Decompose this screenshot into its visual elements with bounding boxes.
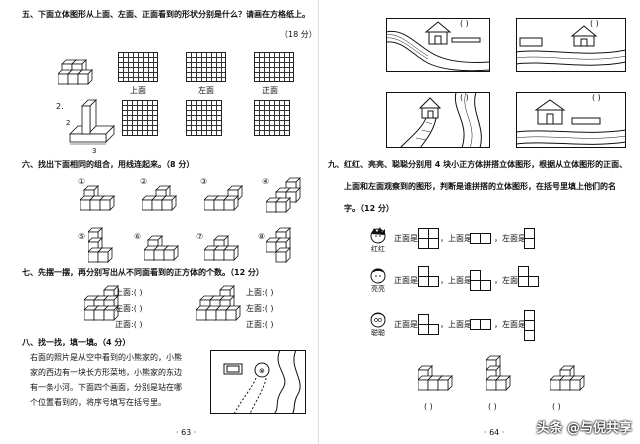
q8-line-4: 个位置看到的，将序号填写在括号里。 <box>30 398 166 407</box>
q5-solid-1 <box>58 59 93 85</box>
q8-line-1: 右面的照片是从空中看到的小熊家的，小熊 <box>30 353 182 362</box>
name-honghong: 红红 <box>371 245 385 253</box>
q5-grid-1c <box>254 52 294 82</box>
name-congcong: 聪聪 <box>371 329 385 337</box>
q5-solid-2 <box>69 99 115 145</box>
row2-left-sq <box>528 276 539 287</box>
q9-solid-c <box>550 365 585 391</box>
q6-solid-4 <box>266 177 301 213</box>
q6-num-1: ① <box>78 177 86 186</box>
q5-dim-2: 2 <box>66 119 71 127</box>
q5-label-front: 正面 <box>262 86 278 95</box>
row3-left-label: ，左面是 <box>494 320 526 329</box>
q8-title: 八、找一找，填一填。（4 分） <box>22 338 131 347</box>
q6-solid-7 <box>204 235 239 261</box>
q7-rtop: 上面:( ) <box>246 288 274 297</box>
scene-4 <box>516 92 626 148</box>
q5-grid-2a <box>122 100 158 136</box>
q6-num-5: ⑤ <box>78 232 86 241</box>
avatar-congcong <box>370 312 386 328</box>
q9-solid-a <box>418 365 453 391</box>
page-number-left: · 63 · <box>176 428 197 437</box>
q5-label-top: 上面 <box>130 86 146 95</box>
q9-answer-b[interactable]: ( ) <box>488 402 497 411</box>
row3-top-label: ，上面是 <box>440 320 472 329</box>
scene-1-answer[interactable]: ( ) <box>460 19 469 28</box>
row3-front-sq <box>428 324 439 335</box>
row1-front-label: 正面是 <box>394 234 418 243</box>
avatar-honghong <box>370 227 386 244</box>
q5-grid-1b <box>186 52 226 82</box>
scene-1 <box>386 18 490 72</box>
q6-solid-1 <box>80 185 115 211</box>
row1-left-label: ，左面是 <box>494 234 526 243</box>
q6-solid-6 <box>144 235 179 261</box>
row3-left-sq <box>524 330 535 341</box>
q6-solid-3 <box>204 185 243 211</box>
svg-text:⊗: ⊗ <box>259 367 265 375</box>
q6-num-2: ② <box>140 177 148 186</box>
q9-answer-c[interactable]: ( ) <box>552 402 561 411</box>
row2-front-sq <box>428 276 439 287</box>
q7-title: 七、先摆一摆，再分别写出从不同面看到的正方体的个数。（12 分） <box>22 268 264 277</box>
q7-rleft: 左面:( ) <box>246 304 274 313</box>
q5-dim-3: 3 <box>92 147 97 155</box>
name-liangliang: 亮亮 <box>371 285 385 293</box>
avatar-liangliang <box>370 268 386 284</box>
q6-num-7: ⑦ <box>196 232 204 241</box>
scene-4-answer[interactable]: ( ) <box>592 93 601 102</box>
row2-top-sq <box>480 280 491 291</box>
q6-title: 六、找出下面相同的组合，用线连起来。（8 分） <box>22 160 195 169</box>
q6-num-4: ④ <box>262 177 270 186</box>
scene-2 <box>516 18 626 72</box>
q9-answer-a[interactable]: ( ) <box>424 402 433 411</box>
scene-2-answer[interactable]: ( ) <box>590 19 599 28</box>
q6-solid-5 <box>88 227 113 263</box>
q5-grid-1a <box>118 52 158 82</box>
q5-grid-2c <box>254 100 290 136</box>
q7-front: 正面:( ) <box>115 320 143 329</box>
page-divider <box>318 0 319 444</box>
q9-line-2: 上面和左面观察到的图形，判断是谁拼搭的立体图形，在括号里填上他们的名 <box>344 182 616 191</box>
row3-top-sq <box>480 319 491 330</box>
q6-solid-8 <box>266 227 291 263</box>
q6-solid-2 <box>142 185 177 211</box>
q7-top: 上面:( ) <box>115 288 143 297</box>
q7-left: 左面:( ) <box>115 304 143 313</box>
page-number-right: · 64 · <box>484 428 505 437</box>
row1-top-label: ，上面是 <box>440 234 472 243</box>
q8-line-2: 家的西边有一块长方形菜地，小熊家的东边 <box>30 368 182 377</box>
q9-line-1: 九、红红、亮亮、聪聪分别用 4 块小正方体拼搭立体图形，根据从立体图形的正面、 <box>328 160 628 169</box>
q5-item-2: 2. <box>56 102 64 111</box>
q8-line-3: 有一条小河。下面四个画面，分别是站在哪 <box>30 383 182 392</box>
scene-3 <box>386 92 490 148</box>
q5-score: （18 分） <box>280 30 317 39</box>
row1-top-sq <box>480 233 491 244</box>
row1-front-sq <box>428 238 439 249</box>
row3-front-label: 正面是 <box>394 320 418 329</box>
scene-3-answer[interactable]: ( ) <box>460 93 469 102</box>
watermark: 头条 @与倪共享 <box>536 421 632 436</box>
row2-top-label: ，上面是 <box>440 276 472 285</box>
q7-solid-2 <box>196 285 241 321</box>
q5-label-left: 左面 <box>198 86 214 95</box>
q7-rfront: 正面:( ) <box>246 320 274 329</box>
aerial-map-illustration: ⊗ <box>210 350 306 414</box>
q9-solid-b <box>486 355 511 391</box>
row2-left-label: ，左面是 <box>494 276 526 285</box>
q5-title: 五、下面立体图形从上面、左面、正面看到的形状分别是什么？请画在方格纸上。 <box>22 10 310 19</box>
row1-left-sq <box>524 238 535 249</box>
q6-num-6: ⑥ <box>134 232 142 241</box>
q6-num-8: ⑧ <box>258 232 266 241</box>
q5-grid-2b <box>186 100 222 136</box>
row2-front-label: 正面是 <box>394 276 418 285</box>
q6-num-3: ③ <box>200 177 208 186</box>
q9-line-3: 字。（12 分） <box>344 204 394 213</box>
